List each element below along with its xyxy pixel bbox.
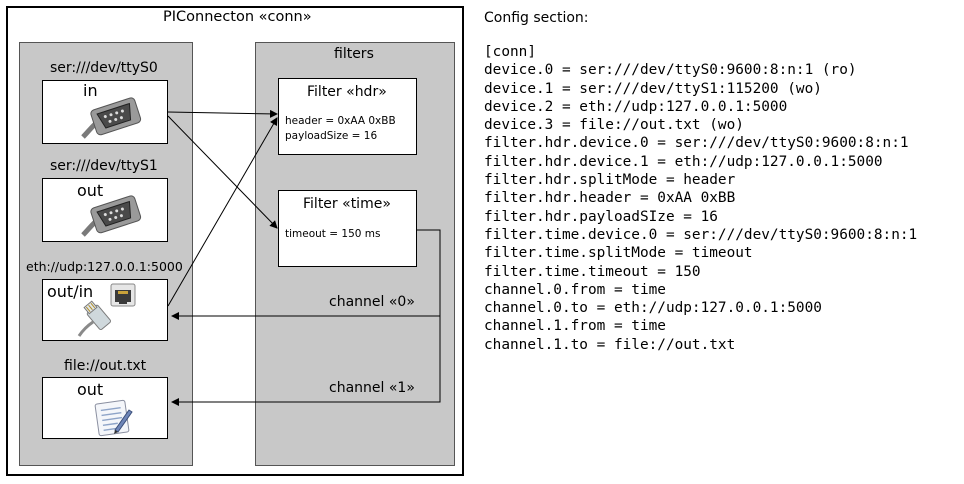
- config-heading: Config section:: [484, 10, 589, 26]
- filter-param: header = 0xAA 0xBB: [285, 115, 396, 127]
- config-line: [conn]: [484, 44, 536, 60]
- config-line: device.0 = ser:///dev/ttyS0:9600:8:n:1 (…: [484, 62, 857, 79]
- device-direction-tag: out: [77, 181, 104, 200]
- config-line: filter.hdr.device.0 = ser:///dev/ttyS0:9…: [484, 135, 909, 152]
- device-box-ttys1: out: [42, 178, 168, 242]
- config-line: filter.hdr.splitMode = header: [484, 172, 736, 189]
- filters-panel-title: filters: [334, 46, 374, 62]
- filter-box-time: Filter «time» timeout = 150 ms: [278, 190, 417, 267]
- wire-udp-to-hdr: [167, 117, 278, 307]
- device-label-ttys1: ser:///dev/ttyS1: [50, 158, 158, 174]
- config-line: filter.time.device.0 = ser:///dev/ttyS0:…: [484, 226, 918, 243]
- config-line: device.3 = file://out.txt (wo): [484, 117, 744, 134]
- config-line: device.1 = ser:///dev/ttyS1:115200 (wo): [484, 80, 822, 97]
- device-label-udp: eth://udp:127.0.0.1:5000: [26, 259, 183, 274]
- config-line: device.2 = eth://udp:127.0.0.1:5000: [484, 98, 788, 115]
- ethernet-port-icon: [77, 283, 136, 337]
- wire-channel-1: [171, 316, 441, 406]
- config-line: filter.hdr.payloadSIze = 16: [484, 208, 718, 225]
- filter-param: timeout = 150 ms: [285, 228, 381, 240]
- device-label-ttys0: ser:///dev/ttyS0: [50, 60, 158, 76]
- config-line: filter.time.timeout = 150: [484, 263, 701, 280]
- device-direction-tag: in: [83, 81, 98, 100]
- device-label-file: file://out.txt: [64, 358, 147, 374]
- channel-label-0: channel «0»: [329, 294, 415, 310]
- device-box-file: out: [42, 377, 168, 439]
- config-line: channel.1.from = time: [484, 318, 666, 335]
- filter-box-hdr: Filter «hdr» header = 0xAA 0xBB payloadS…: [278, 78, 417, 155]
- device-direction-tag: out: [77, 380, 104, 399]
- config-listing: [conn] device.0 = ser:///dev/ttyS0:9600:…: [484, 43, 917, 354]
- serial-port-icon: [81, 195, 142, 237]
- config-line: filter.hdr.header = 0xAA 0xBB: [484, 190, 736, 207]
- config-line: filter.time.splitMode = timeout: [484, 245, 753, 262]
- filter-param: payloadSize = 16: [285, 130, 378, 142]
- serial-port-icon: [81, 97, 142, 139]
- channel-label-1: channel «1»: [329, 380, 415, 396]
- filter-title: Filter «time»: [303, 196, 391, 212]
- config-line: channel.0.to = eth://udp:127.0.0.1:5000: [484, 300, 822, 317]
- filter-title: Filter «hdr»: [307, 84, 387, 100]
- config-line: channel.0.from = time: [484, 281, 666, 298]
- config-line: filter.hdr.device.1 = eth://udp:127.0.0.…: [484, 153, 883, 170]
- wire-ttys0-to-time: [167, 115, 278, 229]
- device-box-udp: out/in: [42, 279, 168, 341]
- wire-ttys0-to-hdr: [167, 109, 278, 118]
- config-line: channel.1.to = file://out.txt: [484, 336, 736, 353]
- device-box-ttys0: in: [42, 80, 168, 144]
- device-direction-tag: out/in: [47, 282, 94, 301]
- wire-channel-0: [171, 229, 441, 320]
- text-document-icon: [94, 399, 133, 437]
- connection-title: PIConnecton «conn»: [163, 9, 312, 25]
